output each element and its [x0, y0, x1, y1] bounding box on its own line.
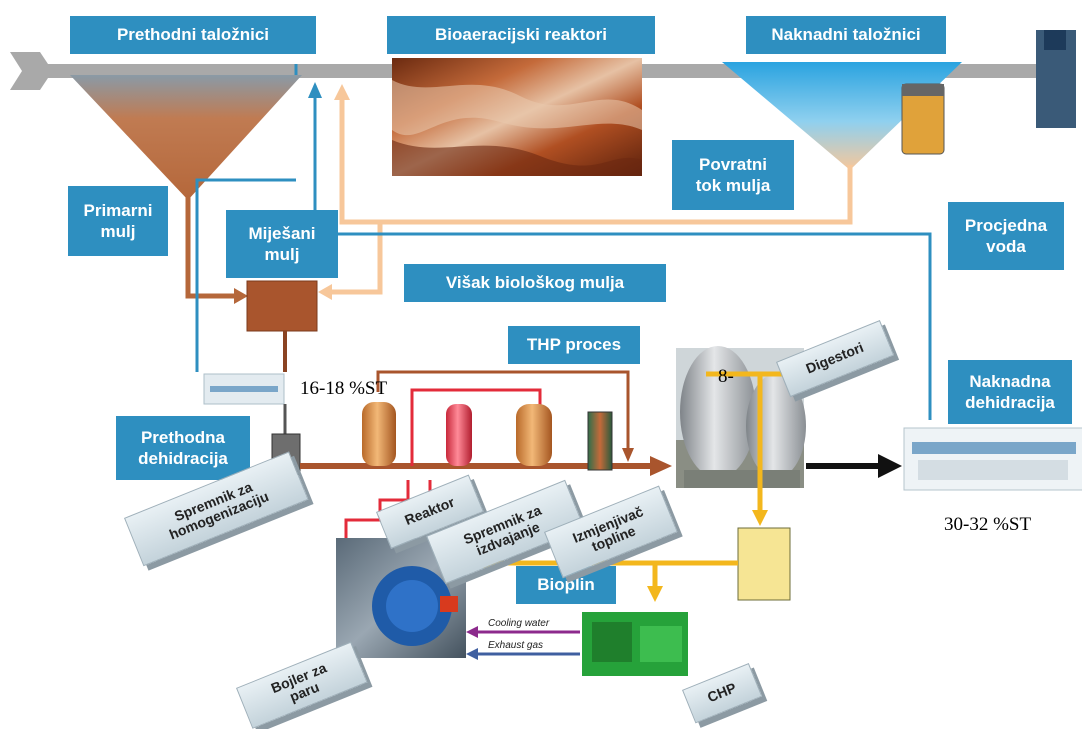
label-procjedna-voda: Procjedna voda	[948, 202, 1064, 270]
primary-settling-tank	[70, 75, 302, 200]
label-prethodna-dehidracija: Prethodna dehidracija	[116, 416, 250, 480]
heat-exchanger	[587, 411, 613, 471]
label-mijesani-mulj: Miješani mulj	[226, 210, 338, 278]
label-bioaeracijski-reaktori: Bioaeracijski reaktori	[387, 16, 655, 54]
separation-tank	[516, 404, 552, 466]
label-visak-bioloskog-mulja: Višak biološkog mulja	[404, 264, 666, 302]
final-dewatering-press	[903, 427, 1082, 491]
label-naknadna-dehidracija: Naknadna dehidracija	[948, 360, 1072, 424]
pct-8: 8-	[718, 366, 734, 387]
label-povratni-tok-mulja: Povratni tok mulja	[672, 140, 794, 210]
homogenization-tank	[362, 402, 396, 466]
label-naknadni-talozici: Naknadni taložnici	[746, 16, 946, 54]
label-thp-proces: THP proces	[508, 326, 640, 364]
annotation-exhaust-gas: Exhaust gas	[488, 640, 544, 651]
label-primarni-mulj: Primarni mulj	[68, 186, 168, 256]
gas-holder	[737, 527, 791, 601]
mixing-tank	[246, 280, 318, 332]
pct-30-32-st: 30-32 %ST	[944, 514, 1032, 535]
pct-16-18-st: 16-18 %ST	[300, 378, 388, 399]
reactor-vessel	[446, 404, 472, 466]
label-prethodni-talozici: Prethodni taložnici	[70, 16, 316, 54]
annotation-cooling-water: Cooling water	[488, 618, 550, 629]
